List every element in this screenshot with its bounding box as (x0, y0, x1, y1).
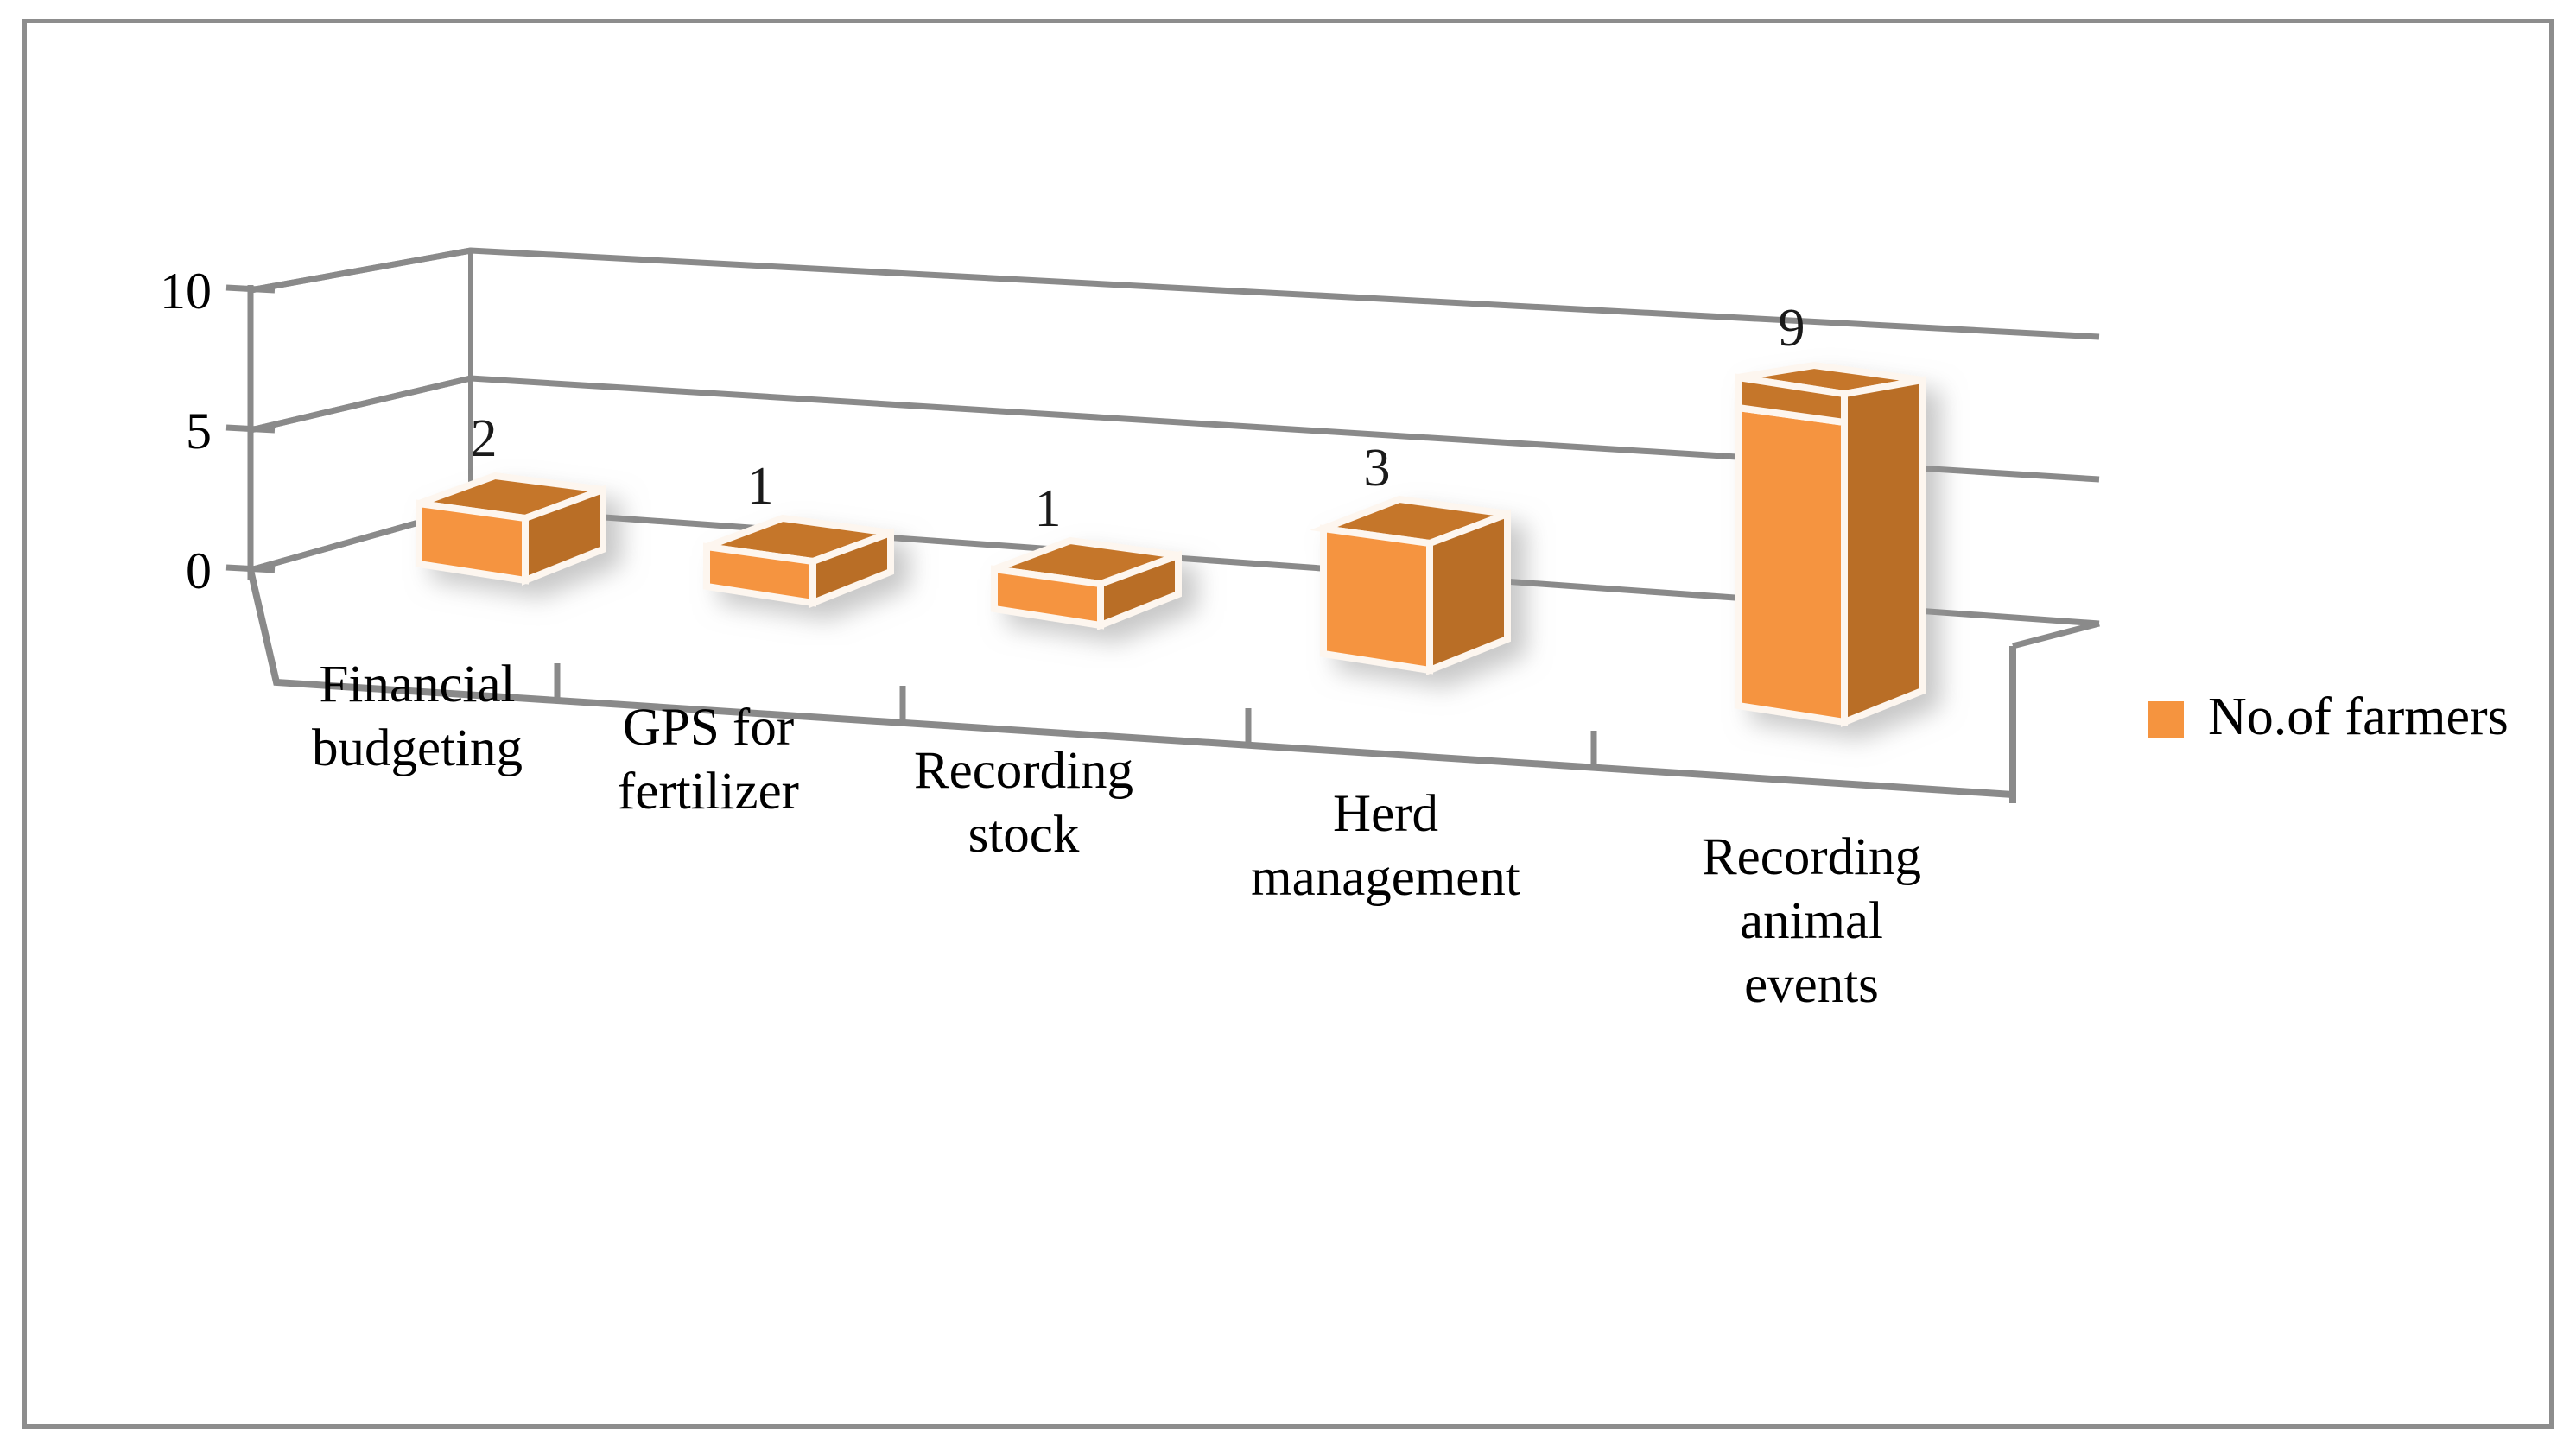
bar-top-cap (1735, 373, 1848, 427)
bar-side-face (1841, 376, 1926, 727)
y-tick-5 (225, 424, 276, 434)
cat-label-2-line-1: GPS for (623, 699, 794, 757)
cat-label-3-line-2: stock (968, 806, 1080, 864)
bar-front-face (1735, 403, 1848, 726)
bar-recording-stock[interactable] (991, 536, 1182, 630)
wall-left-depth-mid (250, 375, 472, 434)
y-tick-label-0: 0 (186, 542, 212, 599)
legend-label-no-of-farmers: No.of farmers (2208, 687, 2509, 746)
bar-value-label-1: 2 (471, 409, 498, 468)
cat-label-5-line-3: events (1744, 956, 1879, 1014)
bar-value-label-3: 1 (1035, 479, 1062, 538)
bar-side-face (1426, 509, 1511, 675)
legend-swatch-no-of-farmers (2148, 701, 2184, 738)
x-axis-category-labels: Financial budgeting GPS for fertilizer R… (312, 656, 1921, 1014)
cat-label-4-line-1: Herd (1333, 785, 1438, 843)
cat-label-2-line-2: fertilizer (618, 763, 799, 821)
gridline-top-rear (250, 247, 2100, 340)
y-tick-10 (225, 284, 276, 294)
bar-value-label-5: 9 (1779, 299, 1805, 358)
wall-left-depth-top (250, 247, 472, 294)
cat-label-1-line-1: Financial (320, 656, 516, 713)
cat-label-5-line-2: animal (1740, 892, 1883, 950)
bar-front-face (991, 565, 1104, 630)
bar-value-label-2: 1 (747, 457, 774, 516)
y-axis-tick-labels: 10 5 0 (160, 263, 212, 599)
bar-front-face (1320, 524, 1433, 675)
y-tick-0 (225, 564, 276, 573)
bar-front-face (416, 499, 529, 585)
bar-financial-budgeting[interactable] (416, 472, 606, 586)
cat-label-3-line-1: Recording (914, 742, 1133, 800)
cat-label-4-line-2: management (1251, 849, 1520, 907)
y-tick-label-5: 5 (186, 402, 212, 459)
bar-gps-for-fertilizer[interactable] (703, 514, 894, 608)
bar-herd-management[interactable] (1310, 495, 1511, 675)
cat-label-1-line-2: budgeting (312, 719, 523, 777)
bar-front-face (703, 542, 816, 607)
floor-left-edge (247, 569, 280, 683)
bar-value-label-4: 3 (1364, 439, 1391, 497)
y-tick-label-10: 10 (160, 263, 212, 320)
legend[interactable]: No.of farmers (2148, 687, 2509, 746)
floor-rear-right-edge (2012, 620, 2100, 649)
cat-label-5-line-1: Recording (1702, 828, 1921, 886)
bar-recording-animal-events[interactable] (1735, 361, 1926, 727)
